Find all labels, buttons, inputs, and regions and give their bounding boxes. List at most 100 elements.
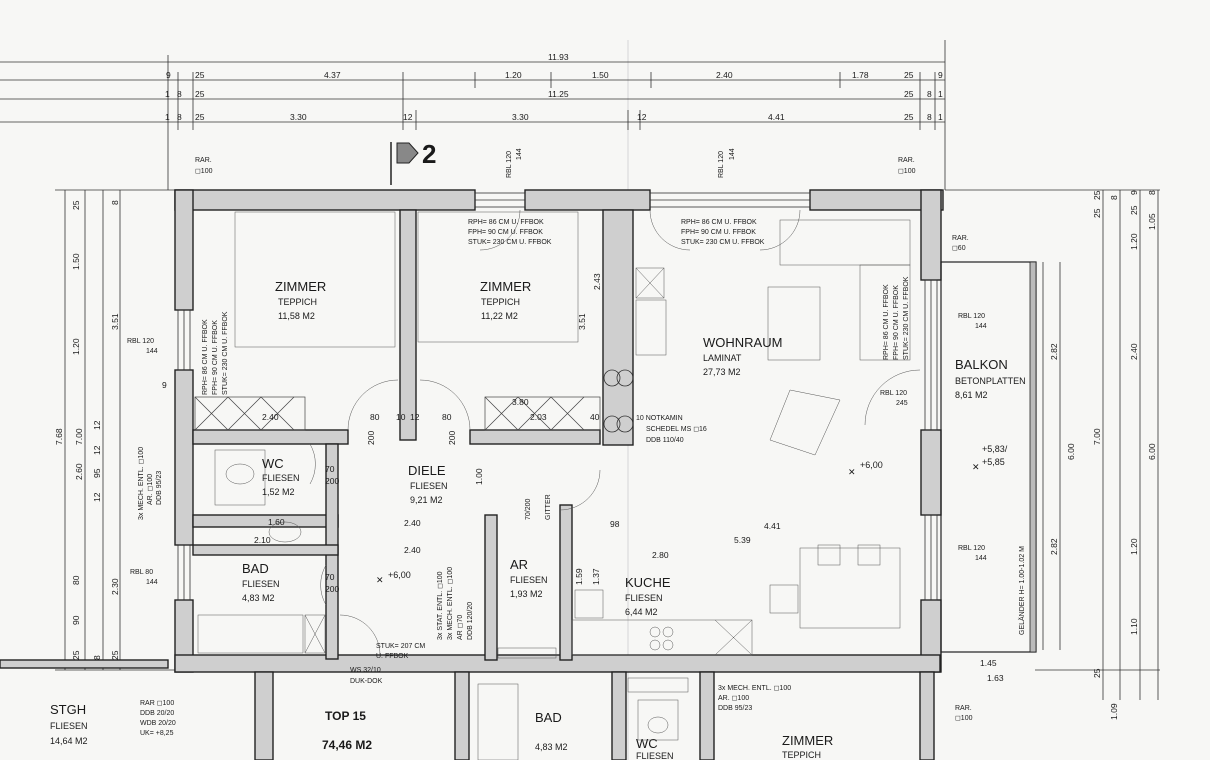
note-line: DDB 120/20 — [467, 602, 474, 640]
room-name: BALKON — [955, 357, 1008, 372]
room-area: 4,83 M2 — [242, 593, 275, 603]
note-line: DDB 95/23 — [718, 705, 752, 712]
dim-label: 25 — [904, 89, 914, 99]
dim-label: 70 — [325, 572, 335, 582]
note-line: RPH= 86 CM U. FFBOK — [883, 284, 890, 360]
ws-note: WS 32/10 DUK-DOK — [350, 667, 383, 685]
dim-label: 1.45 — [980, 658, 997, 668]
dim-label: 5.39 — [734, 535, 751, 545]
room-area: 14,64 M2 — [50, 736, 88, 746]
room-floor: FLIESEN — [242, 579, 280, 589]
room-name: WC — [636, 736, 658, 751]
dim-label: 2.40 — [404, 518, 421, 528]
dim-label: 2.43 — [592, 273, 602, 290]
dim-label: 12 — [637, 112, 647, 122]
rar-label: RAR. — [952, 235, 969, 242]
dim-label: 2.60 — [74, 463, 84, 480]
note-line: WDB 20/20 — [140, 720, 176, 727]
note-line: AR. ◻100 — [147, 474, 154, 505]
room-name: WC — [262, 456, 284, 471]
dim-label: 7.00 — [74, 428, 84, 445]
dim-label: 1 — [165, 112, 170, 122]
dim-label: 1 — [165, 89, 170, 99]
note-line: RPH= 86 CM U. FFBOK — [681, 219, 757, 226]
dim-overall-left: 7.68 — [54, 428, 64, 445]
room-area: 11,22 M2 — [481, 311, 518, 321]
dim-label: 8 — [927, 89, 932, 99]
window-note-stuk: STUK= 207 CM U. FFBOK — [376, 643, 425, 660]
rar-label: ◻100 — [195, 168, 213, 175]
gitter-label: GITTER — [545, 494, 552, 520]
dim-label: 1.60 — [268, 517, 285, 527]
living-furniture — [635, 219, 911, 456]
room-floor: BETONPLATTEN — [955, 376, 1026, 386]
dim-label: 7.00 — [1092, 428, 1102, 445]
doors — [309, 209, 921, 656]
dim-label: 8 — [1109, 195, 1119, 200]
note-line: STUK= 207 CM — [376, 643, 425, 650]
note-line: DDB 20/20 — [140, 710, 174, 717]
room-ar: AR FLIESEN 1,93 M2 — [510, 557, 548, 599]
dim-label: 80 — [442, 412, 452, 422]
dim-label: 2.40 — [262, 412, 279, 422]
right-dim-col1: 25 8 9 1.20 2.82 2.82 6.00 7.00 1.10 1.2… — [1049, 190, 1139, 635]
rbl-label: 144 — [975, 555, 987, 562]
dim-label: 200 — [366, 431, 376, 445]
dim-label: 3.51 — [110, 313, 120, 330]
right-dimensions — [945, 189, 1160, 700]
top-dim-row2: 1 8 25 11.25 25 8 1 — [165, 89, 943, 99]
note-line: RAR. — [955, 705, 972, 712]
dim-label: 9 — [162, 380, 167, 390]
level-value: +5,83/ — [982, 444, 1008, 454]
rbl-top-2: RBL 120 144 — [718, 148, 736, 178]
dim-label: 12 — [92, 445, 102, 455]
dim-label: 3.51 — [577, 313, 587, 330]
dim-label: 1.20 — [505, 70, 522, 80]
room-floor: FLIESEN — [262, 473, 300, 483]
dim-label: 9 — [1129, 190, 1139, 195]
room-name: DIELE — [408, 463, 446, 478]
windows — [177, 192, 938, 601]
rbl-label: 144 — [729, 148, 736, 160]
room-zimmer1: ZIMMER TEPPICH 11,58 M2 — [275, 279, 326, 321]
dim-label: 3.80 — [512, 397, 529, 407]
room-name: BAD — [242, 561, 269, 576]
dim-label: 1.20 — [1129, 538, 1139, 555]
notkamin-note: 10 NOTKAMIN SCHEDEL MS ◻16 DDB 110/40 — [636, 415, 707, 444]
dim-label: 8 — [177, 89, 182, 99]
note-line: 3x STAT. ENTL. ◻100 — [437, 571, 444, 640]
dim-label: 6.00 — [1147, 443, 1157, 460]
room-floor: TEPPICH — [782, 750, 821, 760]
note-line: 10 NOTKAMIN — [636, 415, 683, 422]
dim-label: 9 — [166, 70, 171, 80]
note-line: UK= +8,25 — [140, 730, 174, 737]
wardrobes — [194, 396, 601, 431]
room-area: 1,93 M2 — [510, 589, 543, 599]
left-dim-col2: 1.50 1.20 3.51 12 95 12 2.30 80 90 25 — [71, 253, 120, 660]
right-dim-col2: 25 8 25 1.05 2.40 6.00 25 1.09 — [1092, 190, 1157, 720]
level-value: +5,85 — [982, 457, 1005, 467]
note-line: RPH= 86 CM U. FFBOK — [202, 319, 209, 395]
window-note-right: RPH= 86 CM U. FFBOK FPH= 90 CM U. FFBOK … — [883, 276, 910, 360]
dim-label: 1.50 — [71, 253, 81, 270]
dim-label: 25 — [195, 70, 205, 80]
room-bad2: BAD 4,83 M2 — [535, 710, 568, 752]
dim-label: 1.20 — [71, 338, 81, 355]
section-number: 2 — [422, 139, 436, 169]
dim-label: 2.82 — [1049, 538, 1059, 555]
note-line: 3x MECH. ENTL. ◻100 — [447, 567, 454, 640]
note-line: DDB 95/23 — [156, 471, 163, 505]
dim-label: 1.00 — [474, 468, 484, 485]
rbl-label: 245 — [896, 400, 908, 407]
dim-label: 6.00 — [1066, 443, 1076, 460]
dim-label: 8 — [110, 200, 120, 205]
room-floor: TEPPICH — [278, 297, 317, 307]
dim-label: 2.40 — [404, 545, 421, 555]
note-line: FPH= 90 CM U. FFBOK — [681, 229, 756, 236]
dim-label: 9 — [938, 70, 943, 80]
dim-label: 3.30 — [512, 112, 529, 122]
note-line: FPH= 90 CM U. FFBOK — [893, 285, 900, 360]
room-wc: WC FLIESEN 1,52 M2 — [262, 456, 300, 497]
dim-label: 2.10 — [254, 535, 271, 545]
dim-label: 1.05 — [1147, 213, 1157, 230]
